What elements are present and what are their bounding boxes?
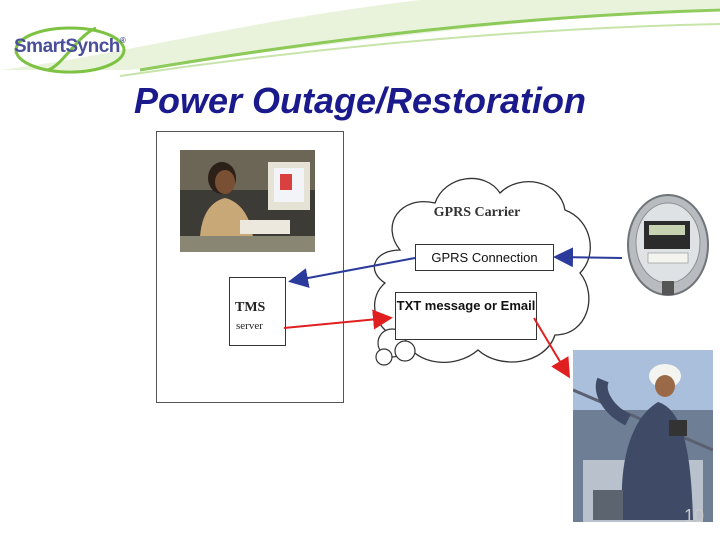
logo-swirl-icon (14, 26, 126, 74)
gprs-connection-box: GPRS Connection (415, 244, 554, 271)
txt-message-label: TXT message or Email (396, 298, 536, 313)
logo-text: SmartSynch (14, 36, 120, 57)
slide-title: Power Outage/Restoration (133, 80, 587, 121)
page-number: 10 (684, 506, 705, 526)
tms-server-box (229, 277, 286, 346)
field-technician-photo (573, 350, 713, 522)
gprs-carrier-label: GPRS Carrier (433, 205, 521, 220)
smartsynch-logo (8, 20, 128, 78)
smart-meter-photo (622, 193, 714, 303)
tms-label: TMS (235, 300, 266, 315)
server-label: server (236, 320, 263, 332)
operator-photo (180, 150, 315, 252)
gprs-cloud (373, 177, 591, 366)
txt-message-box: TXT message or Email (395, 292, 537, 340)
logo-trademark: ® (119, 36, 126, 45)
logo-wordmark: SmartSynch® (14, 36, 126, 58)
